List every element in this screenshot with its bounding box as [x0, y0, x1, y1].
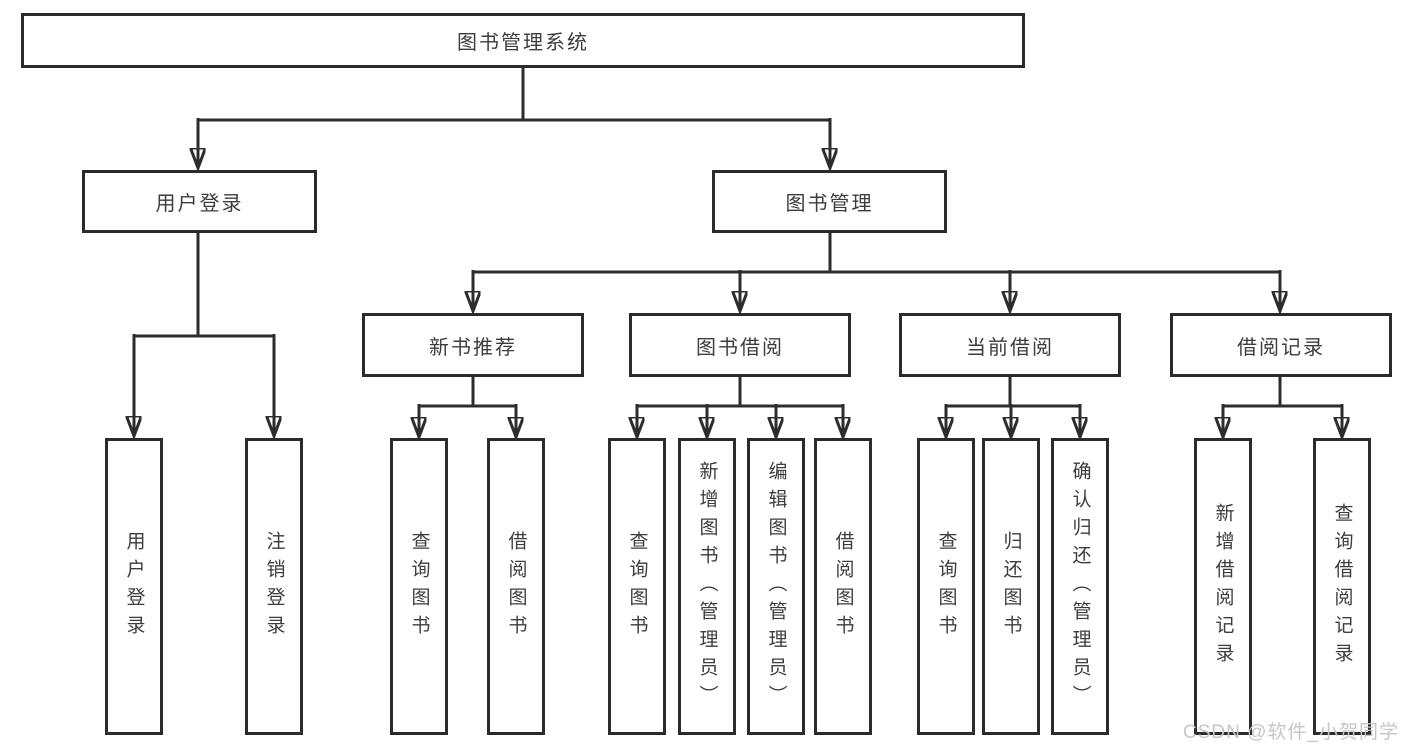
node-current-borrowing: 当前借阅 [899, 313, 1121, 377]
leaf-borrow-borrow-books-label: 借阅图书 [832, 530, 854, 643]
csdn-watermark: CSDN @软件_小贺同学 [1183, 722, 1399, 743]
node-current-borrowing-label: 当前借阅 [966, 336, 1054, 359]
leaf-borrow-edit-books-admin-label: 编辑图书（管理员） [765, 460, 787, 713]
node-library-system: 图书管理系统 [21, 13, 1025, 68]
node-borrowing-records-label: 借阅记录 [1237, 336, 1325, 359]
leaf-current-query-books: 查询图书 [917, 438, 975, 735]
leaf-logout: 注销登录 [245, 438, 303, 735]
node-new-book-recommend: 新书推荐 [362, 313, 584, 377]
leaf-borrow-query-books: 查询图书 [608, 438, 666, 735]
node-book-borrowing-label: 图书借阅 [696, 336, 784, 359]
leaf-current-confirm-return-admin-label: 确认归还（管理员） [1069, 460, 1091, 713]
leaf-records-add-record: 新增借阅记录 [1194, 438, 1252, 735]
node-book-borrowing: 图书借阅 [629, 313, 851, 377]
leaf-borrow-add-books-admin-label: 新增图书（管理员） [696, 460, 718, 713]
leaf-records-query-record-label: 查询借阅记录 [1331, 502, 1353, 671]
leaf-borrow-query-books-label: 查询图书 [626, 530, 648, 643]
leaf-current-return-books-label: 归还图书 [1000, 530, 1022, 643]
leaf-borrow-edit-books-admin: 编辑图书（管理员） [747, 438, 805, 735]
leaf-borrow-add-books-admin: 新增图书（管理员） [678, 438, 736, 735]
leaf-current-return-books: 归还图书 [982, 438, 1040, 735]
node-library-system-label: 图书管理系统 [457, 32, 589, 54]
leaf-current-confirm-return-admin: 确认归还（管理员） [1051, 438, 1109, 735]
leaf-records-add-record-label: 新增借阅记录 [1212, 502, 1234, 671]
leaf-current-query-books-label: 查询图书 [935, 530, 957, 643]
leaf-recommend-query-books: 查询图书 [390, 438, 448, 735]
leaf-recommend-borrow-books: 借阅图书 [487, 438, 545, 735]
leaf-borrow-borrow-books: 借阅图书 [814, 438, 872, 735]
node-user-login: 用户登录 [82, 170, 317, 233]
node-user-login-label: 用户登录 [155, 193, 244, 215]
leaf-recommend-borrow-books-label: 借阅图书 [505, 530, 527, 643]
leaf-user-login: 用户登录 [105, 438, 163, 735]
node-book-manage: 图书管理 [712, 170, 947, 233]
node-book-manage-label: 图书管理 [785, 193, 874, 215]
leaf-logout-label: 注销登录 [263, 530, 285, 643]
leaf-user-login-label: 用户登录 [123, 530, 145, 643]
leaf-records-query-record: 查询借阅记录 [1313, 438, 1371, 735]
node-borrowing-records: 借阅记录 [1170, 313, 1392, 377]
node-new-book-recommend-label: 新书推荐 [429, 336, 517, 359]
leaf-recommend-query-books-label: 查询图书 [408, 530, 430, 643]
